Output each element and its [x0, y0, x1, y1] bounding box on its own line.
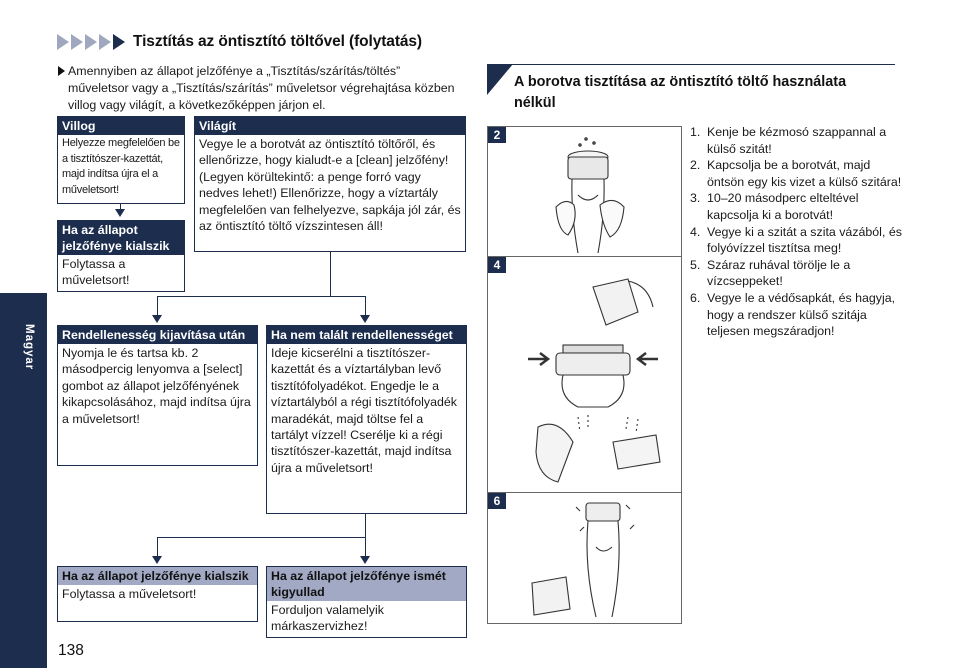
figure-6: 6	[487, 492, 682, 624]
connector-line	[365, 296, 366, 316]
right-section-header-bar	[487, 64, 895, 95]
connector-line	[365, 514, 366, 537]
box-kialszik-1: Ha az állapot jelzőfénye kialszik Folyta…	[57, 220, 185, 292]
drying-illustration	[531, 502, 635, 618]
step-item: 3.10–20 másodperc elteltével kapcsolja k…	[690, 191, 859, 222]
box-villog-title: Villog	[58, 117, 184, 135]
box-kigyullad-body: Forduljon valamelyik márkaszervizhez!	[271, 603, 384, 634]
arrow-down-icon	[360, 556, 370, 564]
connector-line	[157, 537, 158, 557]
box-nem-talalt: Ha nem talált rendellenességet Ideje kic…	[266, 325, 467, 514]
box-nem-talalt-body: Ideje kicserélni a tisztítószer-kazettát…	[271, 346, 457, 475]
box-kialszik-2-body: Folytassa a műveletsort!	[62, 587, 197, 601]
box-kialszik-1-title: Ha az állapot jelzőfénye kialszik	[58, 221, 184, 255]
language-side-tab: Magyar	[0, 293, 47, 668]
foil-removal-illustration	[528, 278, 661, 483]
arrow-down-icon	[152, 556, 162, 564]
step-item: 1.Kenje be kézmosó szappannal a külső sz…	[690, 125, 887, 156]
triangle-bullet-icon	[58, 66, 65, 76]
box-villog-body: Helyezze megfelelően be a tisztítószer-k…	[62, 137, 180, 196]
right-section-title: A borotva tisztítása az öntisztító töltő…	[514, 74, 847, 111]
arrow-down-icon	[360, 315, 370, 323]
connector-line	[330, 252, 331, 296]
box-rendellenesseg: Rendellenesség kijavítása után Nyomja le…	[57, 325, 258, 466]
connector-line	[157, 296, 158, 316]
figure-number: 6	[488, 493, 506, 509]
connector-line	[120, 204, 121, 210]
step-item: 4.Vegye ki a szitát a szita vázából, és …	[690, 224, 902, 256]
figure-2: 2	[487, 126, 682, 257]
shaver-foam-illustration	[555, 137, 625, 254]
box-kialszik-2-title: Ha az állapot jelzőfénye kialszik	[58, 567, 257, 585]
step-item: 2.Kapcsolja be a borotvát, majd öntsön e…	[690, 158, 902, 189]
connector-line	[157, 296, 366, 297]
page-title: Tisztítás az öntisztító töltővel (folyta…	[133, 33, 422, 50]
box-kigyullad: Ha az állapot jelzőfénye ismét kigyullad…	[266, 566, 467, 638]
step-item: 6.Vegye le a védősapkát, és hagyja, hogy…	[690, 290, 896, 339]
box-villog: Villog Helyezze megfelelően be a tisztít…	[57, 116, 185, 204]
steps-list: 1.Kenje be kézmosó szappannal a külső sz…	[690, 124, 905, 340]
connector-line	[365, 537, 366, 557]
box-rendellenesseg-title: Rendellenesség kijavítása után	[58, 326, 257, 344]
arrow-down-icon	[115, 209, 125, 217]
arrow-triangles-icon	[57, 34, 127, 50]
section-header: Tisztítás az öntisztító töltővel (folyta…	[57, 33, 422, 51]
figure-4: 4	[487, 256, 682, 493]
figure-number: 2	[488, 127, 506, 143]
box-vilagit-body: Vegye le a borotvát az öntisztító töltőr…	[199, 137, 461, 234]
step-item: 5.Száraz ruhával törölje le a vízcseppek…	[690, 257, 851, 289]
language-label: Magyar	[23, 324, 35, 371]
box-vilagit-title: Világít	[195, 117, 465, 135]
connector-line	[157, 537, 366, 538]
arrow-down-icon	[152, 315, 162, 323]
page-number: 138	[58, 642, 84, 659]
box-kigyullad-title: Ha az állapot jelzőfénye ismét kigyullad	[267, 567, 466, 601]
box-kialszik-1-body: Folytassa a műveletsort!	[62, 257, 130, 288]
box-kialszik-2: Ha az állapot jelzőfénye kialszik Folyta…	[57, 566, 258, 622]
box-rendellenesseg-body: Nyomja le és tartsa kb. 2 másodpercig le…	[62, 346, 251, 426]
box-vilagit: Világít Vegye le a borotvát az öntisztít…	[194, 116, 466, 252]
intro-paragraph: Amennyiben az állapot jelzőfénye a „Tisz…	[58, 63, 458, 114]
box-nem-talalt-title: Ha nem talált rendellenességet	[267, 326, 466, 344]
figure-number: 4	[488, 257, 506, 273]
